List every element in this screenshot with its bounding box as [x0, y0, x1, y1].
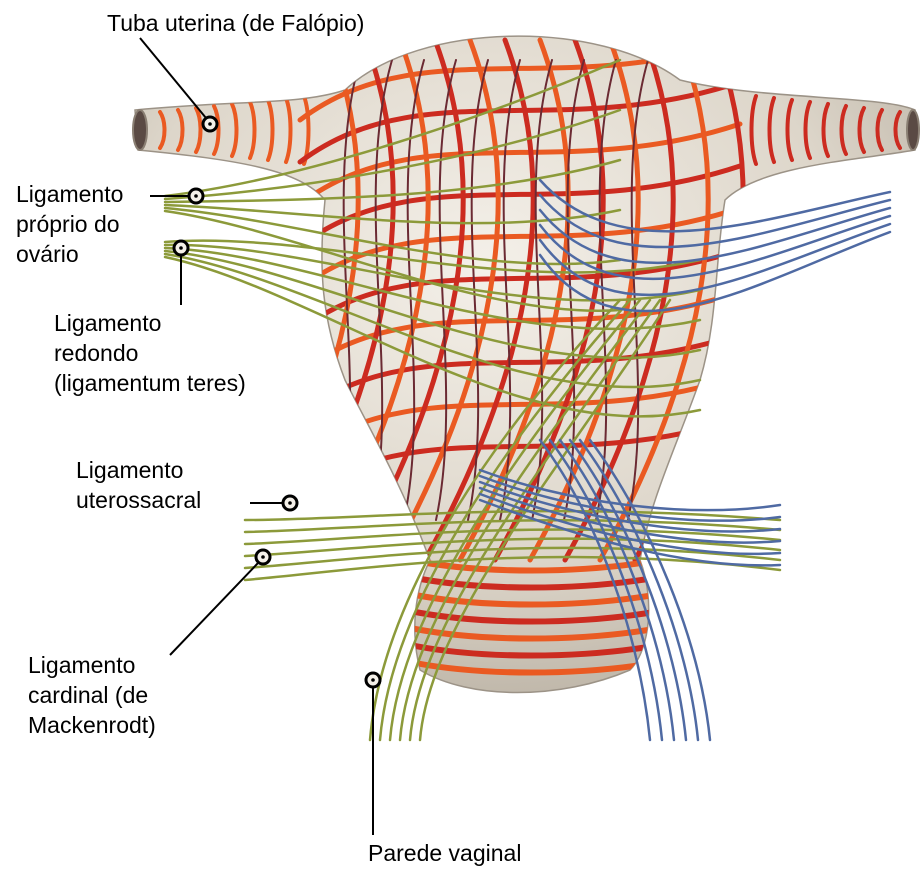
label-line: cardinal (de [28, 680, 156, 710]
right-tube-opening [907, 110, 919, 150]
label-ligamento-uterossacral: Ligamento uterossacral [76, 455, 201, 515]
label-ligamento-cardinal: Ligamento cardinal (de Mackenrodt) [28, 650, 156, 740]
label-line: próprio do [16, 209, 123, 239]
leader-ligamento-cardinal [170, 563, 258, 655]
label-line: Ligamento [16, 179, 123, 209]
label-ligamento-redondo: Ligamento redondo (ligamentum teres) [54, 308, 246, 398]
marker-parede-vaginal-center [371, 678, 375, 682]
label-parede-vaginal: Parede vaginal [368, 838, 521, 868]
label-line: Mackenrodt) [28, 710, 156, 740]
label-line: Ligamento [76, 455, 201, 485]
label-line: Ligamento [28, 650, 156, 680]
label-line: uterossacral [76, 485, 201, 515]
marker-ligamento-uterossacral-center [288, 501, 292, 505]
label-line: (ligamentum teres) [54, 368, 246, 398]
left-tube-opening [133, 110, 147, 150]
marker-tuba-uterina-center [208, 122, 212, 126]
marker-ligamento-cardinal-center [261, 555, 265, 559]
leader-tuba-uterina [140, 38, 206, 118]
label-line: ovário [16, 239, 123, 269]
label-line: Ligamento [54, 308, 246, 338]
label-tuba-uterina: Tuba uterina (de Falópio) [107, 8, 364, 38]
marker-ligamento-proprio-center [194, 194, 198, 198]
marker-ligamento-redondo-center [179, 246, 183, 250]
label-line: redondo [54, 338, 246, 368]
label-ligamento-proprio-do-ovario: Ligamento próprio do ovário [16, 179, 123, 269]
